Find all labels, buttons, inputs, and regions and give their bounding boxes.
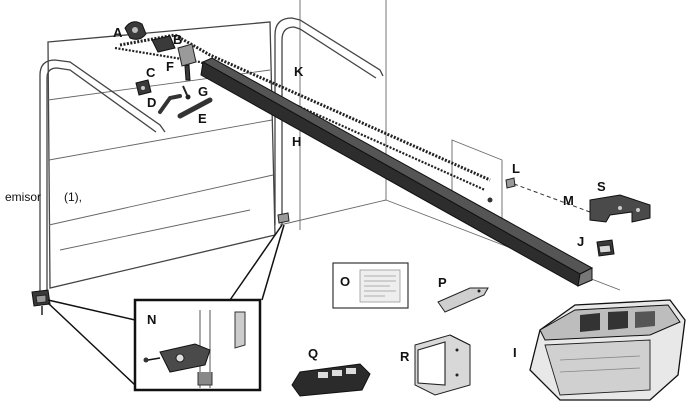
label-b: B bbox=[173, 32, 182, 47]
part-q-remote bbox=[291, 363, 371, 397]
label-l: L bbox=[512, 161, 520, 176]
label-q: Q bbox=[308, 346, 318, 361]
label-f: F bbox=[166, 59, 174, 74]
label-j: J bbox=[577, 234, 584, 249]
label-c: C bbox=[146, 65, 156, 80]
part-f bbox=[177, 43, 197, 81]
inset-n bbox=[133, 298, 262, 392]
label-r: R bbox=[400, 349, 410, 364]
part-labels: A B C D E F G H I J K L M N O P Q R S bbox=[113, 25, 606, 364]
part-g bbox=[182, 85, 191, 100]
part-d bbox=[158, 94, 182, 114]
door-sensor-lower-left bbox=[31, 289, 51, 315]
label-d: D bbox=[147, 95, 156, 110]
part-e bbox=[177, 97, 213, 119]
part-l bbox=[505, 177, 516, 189]
label-p: P bbox=[438, 275, 447, 290]
callout-lines-n bbox=[47, 224, 285, 386]
part-c bbox=[135, 79, 152, 96]
label-a: A bbox=[113, 25, 123, 40]
part-p bbox=[437, 287, 489, 313]
left-door-track bbox=[39, 59, 166, 300]
right-door-track bbox=[274, 17, 384, 225]
label-m: M bbox=[563, 193, 574, 208]
label-g: G bbox=[198, 84, 208, 99]
label-k: K bbox=[294, 64, 304, 79]
rail-h bbox=[200, 57, 594, 287]
part-b bbox=[151, 35, 176, 53]
chain-k bbox=[114, 33, 491, 192]
label-n: N bbox=[147, 312, 156, 327]
label-h: H bbox=[292, 134, 301, 149]
label-o: O bbox=[340, 274, 350, 289]
part-s bbox=[589, 194, 651, 223]
label-e: E bbox=[198, 111, 207, 126]
part-a bbox=[124, 21, 147, 40]
caption-note: (1), bbox=[64, 190, 82, 204]
garage-door bbox=[47, 21, 276, 289]
label-s: S bbox=[597, 179, 606, 194]
door-sensor-right bbox=[277, 212, 290, 224]
label-i: I bbox=[513, 345, 517, 360]
dashed-line-m bbox=[513, 183, 591, 213]
part-r-box bbox=[414, 334, 471, 396]
caption-emisor: emisor bbox=[5, 190, 41, 204]
part-j bbox=[596, 239, 615, 257]
part-o bbox=[332, 262, 409, 309]
part-i-opener bbox=[529, 299, 686, 401]
